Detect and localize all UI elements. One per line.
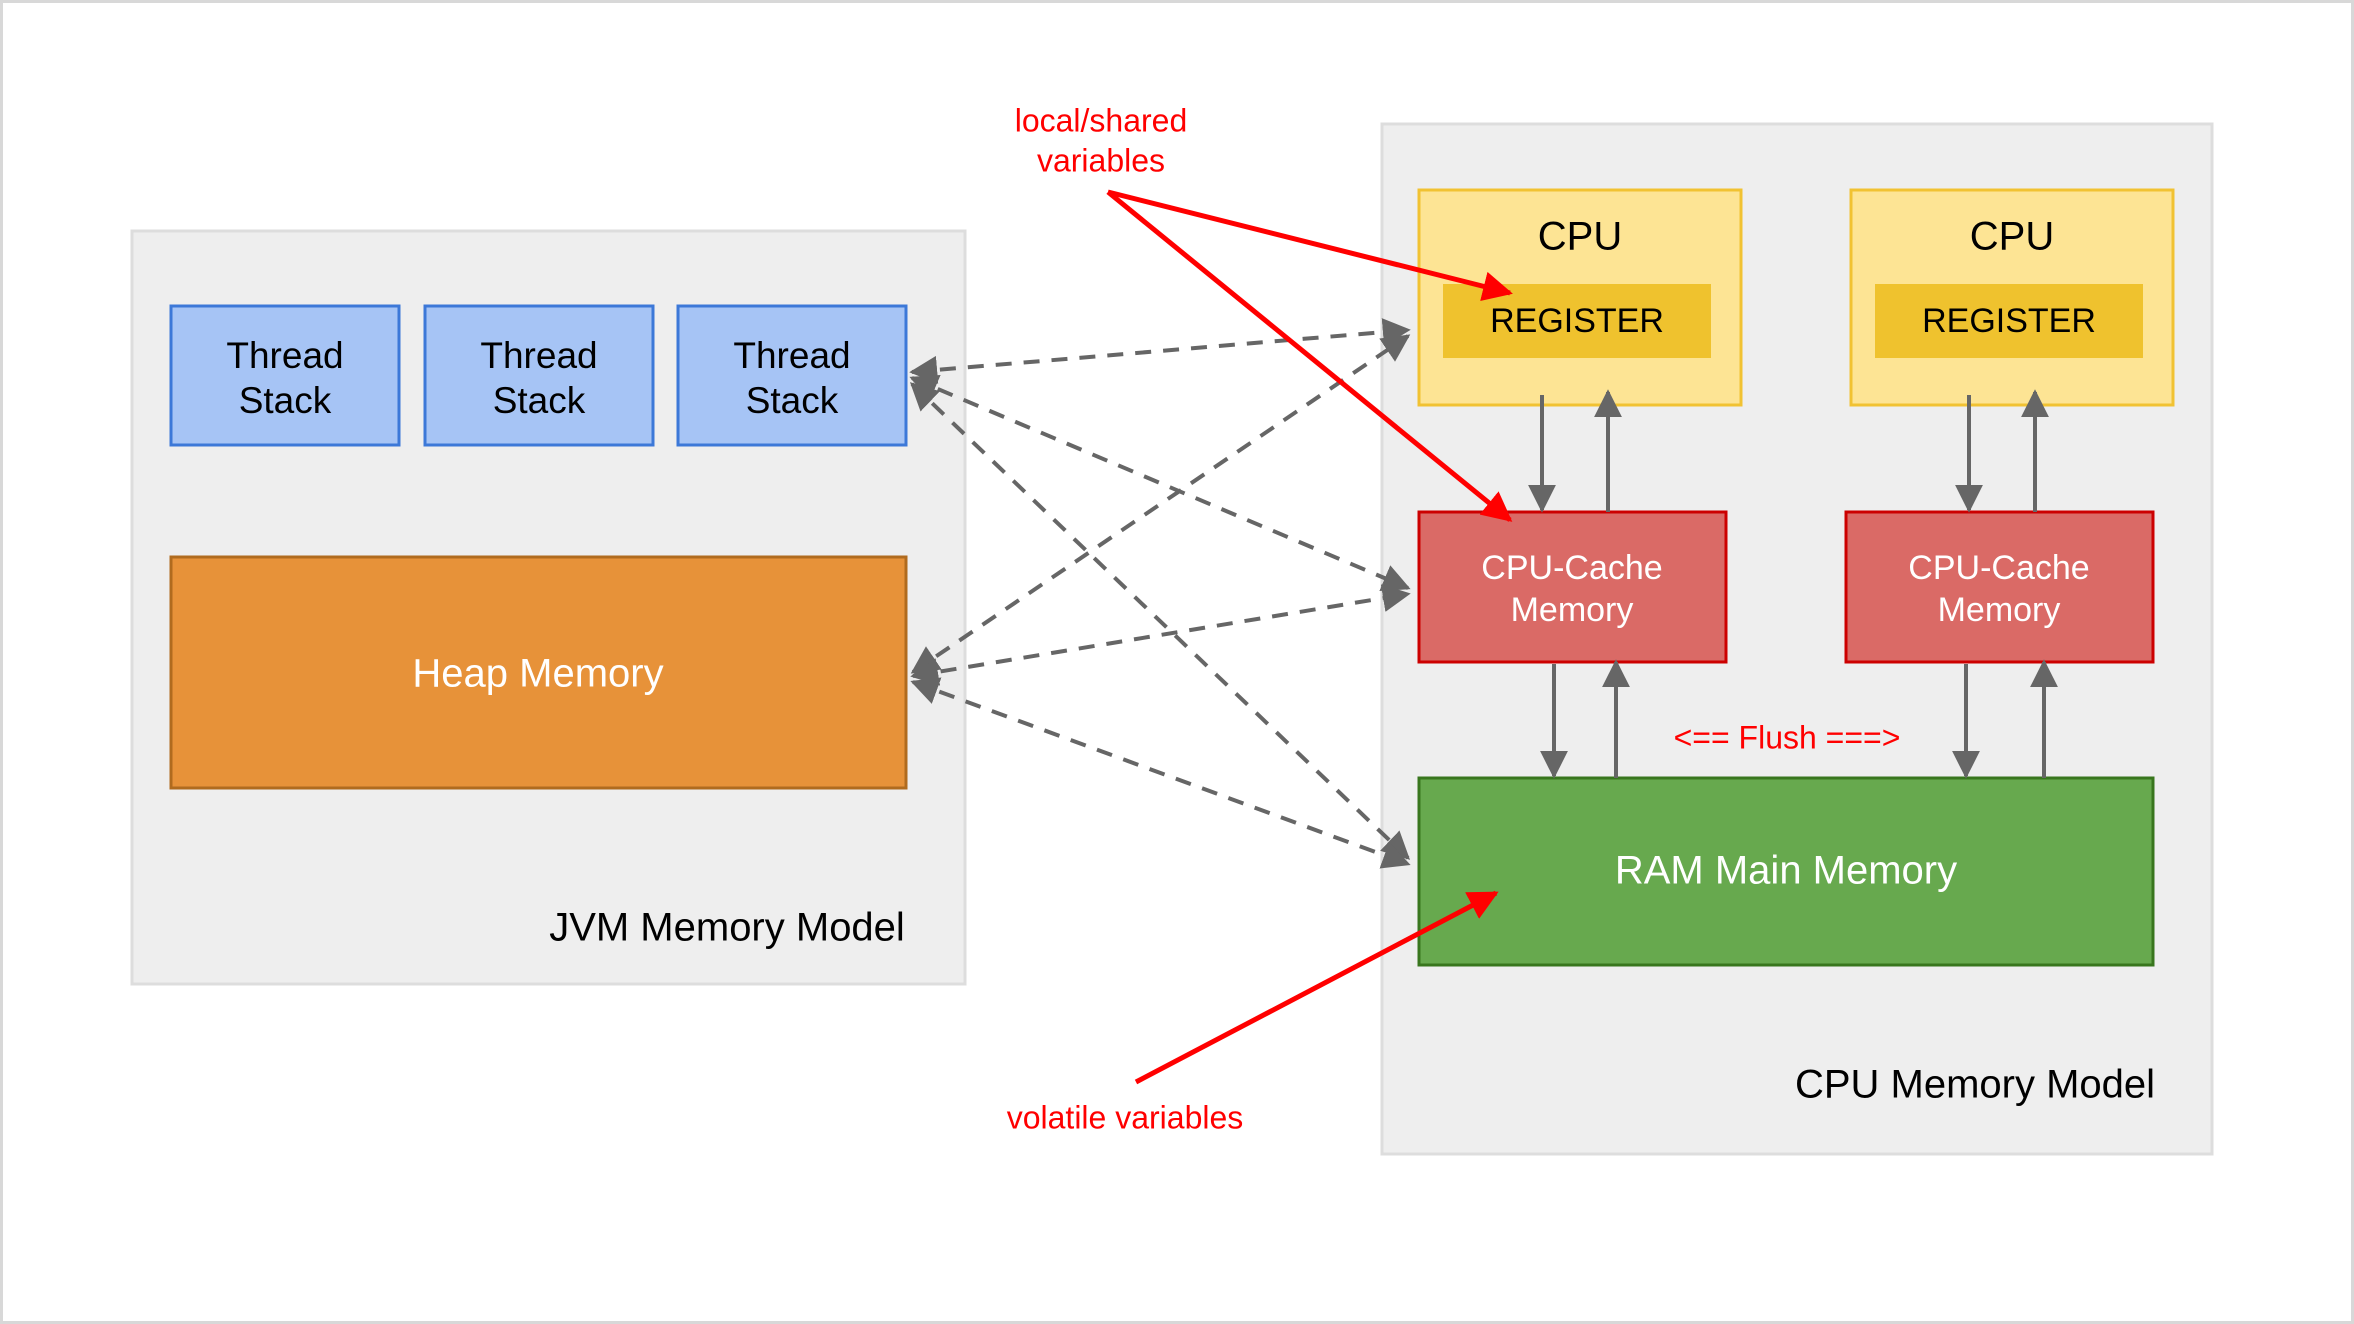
annotation-arrow-to-ram: [1134, 890, 1499, 1085]
register-2-rect[interactable]: [1875, 284, 2143, 358]
jvm-cpu-dashed-connectors: [909, 318, 1411, 869]
jvm-memory-model-panel: Thread Stack Thread Stack Thread Stack H…: [130, 229, 967, 986]
ram-main-memory-label: RAM Main Memory: [1615, 849, 1957, 893]
cpu-2-label: CPU: [1970, 215, 2054, 259]
thread-stack-2-label-line2: Stack: [493, 380, 586, 421]
cpu-cache-1-label-line1: CPU-Cache: [1481, 549, 1662, 587]
cpu-1-label: CPU: [1538, 215, 1622, 259]
connector-threadstack-to-register1: [909, 318, 1411, 384]
thread-stack-1-rect[interactable]: [169, 304, 401, 447]
jvm-panel-caption: JVM Memory Model: [549, 906, 905, 950]
thread-stack-box-3[interactable]: Thread Stack: [676, 304, 908, 447]
cpu-cache-box-1[interactable]: CPU-Cache Memory: [1417, 510, 1728, 664]
thread-stack-3-label-line2: Stack: [746, 380, 839, 421]
cpu-panel-caption: CPU Memory Model: [1795, 1063, 2155, 1107]
connector-heap-to-cache1: [910, 584, 1411, 686]
heap-memory-rect[interactable]: [169, 555, 908, 790]
annotation-local-shared-variables: local/shared variables: [1015, 102, 1513, 522]
cpu-core-box-2[interactable]: CPU REGISTER: [1849, 188, 2175, 407]
cpu-cache-box-2[interactable]: CPU-Cache Memory: [1844, 510, 2155, 664]
volatile-variables-label: volatile variables: [1007, 1099, 1244, 1135]
local-shared-variables-label-line1: local/shared: [1015, 102, 1188, 138]
ram-main-memory-box[interactable]: RAM Main Memory: [1417, 776, 2155, 967]
thread-stack-box-2[interactable]: Thread Stack: [423, 304, 655, 447]
connector-heap-to-ram: [910, 677, 1411, 869]
thread-stack-3-rect[interactable]: [676, 304, 908, 447]
cpu-cache-1-rect[interactable]: [1417, 510, 1728, 664]
register-2-label: REGISTER: [1922, 302, 2096, 340]
flush-label: <== Flush ===>: [1674, 719, 1901, 755]
annotation-arrow-to-cache: [1106, 190, 1513, 522]
cpu-core-box-1[interactable]: CPU REGISTER: [1417, 188, 1743, 407]
thread-stack-3-label-line1: Thread: [733, 335, 850, 376]
cpu-cache-1-label-line2: Memory: [1511, 591, 1634, 629]
cpu-memory-model-panel: CPU REGISTER CPU REGISTER CPU-Cache Memo…: [1380, 122, 2214, 1156]
connector-threadstack-to-cache1: [909, 374, 1411, 592]
register-1-label: REGISTER: [1490, 302, 1664, 340]
annotation-volatile-variables: volatile variables: [1007, 890, 1499, 1135]
cpu-cache-2-label-line1: CPU-Cache: [1908, 549, 2089, 587]
cpu-cache-2-label-line2: Memory: [1938, 591, 2061, 629]
thread-stack-2-rect[interactable]: [423, 304, 655, 447]
thread-stack-1-label-line2: Stack: [239, 380, 332, 421]
heap-memory-label: Heap Memory: [412, 652, 663, 696]
thread-stack-2-label-line1: Thread: [480, 335, 597, 376]
local-shared-variables-label-line2: variables: [1037, 142, 1165, 178]
thread-stack-1-label-line1: Thread: [226, 335, 343, 376]
annotation-arrow-to-register: [1107, 189, 1513, 301]
heap-memory-box[interactable]: Heap Memory: [169, 555, 908, 790]
cpu-cache-2-rect[interactable]: [1844, 510, 2155, 664]
ram-main-memory-rect[interactable]: [1417, 776, 2155, 967]
thread-stack-box-1[interactable]: Thread Stack: [169, 304, 401, 447]
